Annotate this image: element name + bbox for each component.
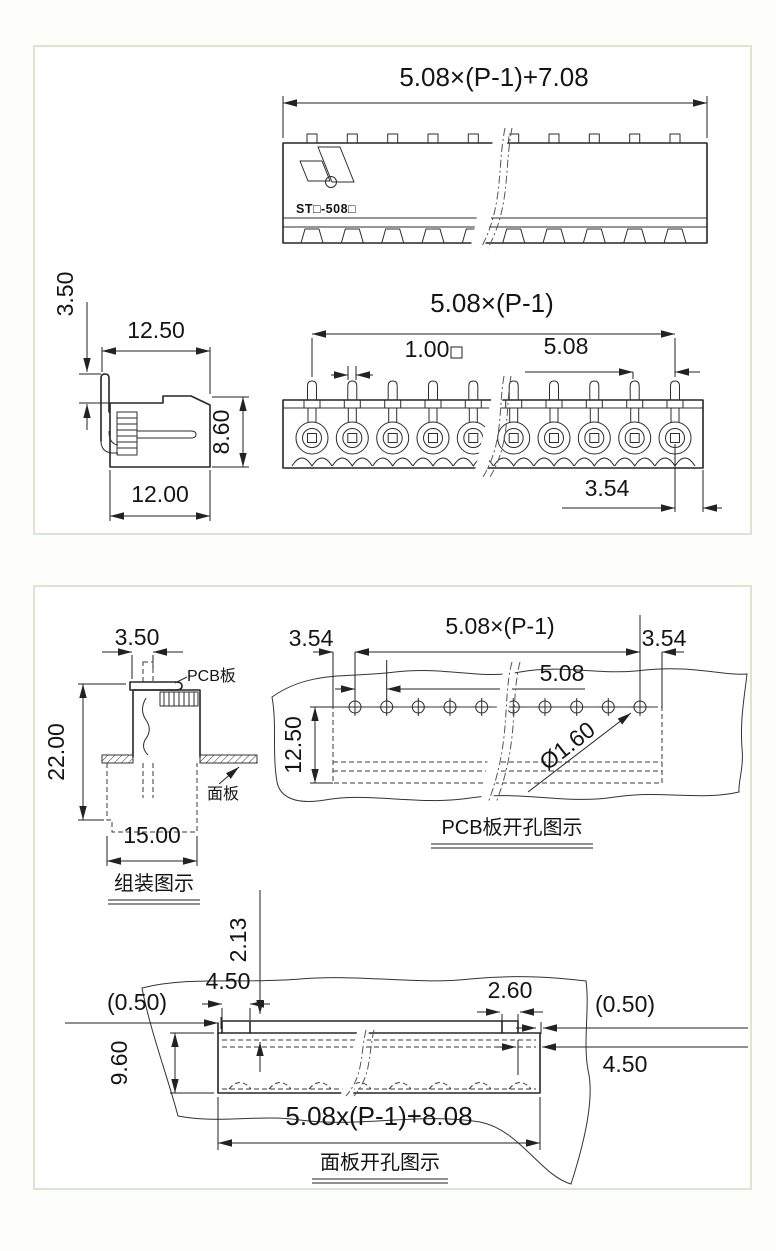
pcb-span-dim: 5.08×(P-1) <box>445 613 554 639</box>
break-line-icon <box>480 127 513 249</box>
bottom-drawing-panel: 3.50 PCB板 面板 22.0 <box>33 585 752 1190</box>
cutout-height-dim: 9.60 <box>106 1041 132 1086</box>
pcb-hole-diameter-dim: Ø1.60 <box>534 716 599 775</box>
connector-views-drawing: 5.08×(P-1)+7.08 ST□-508□ 3.50 <box>52 62 722 521</box>
brand-logo <box>299 146 355 188</box>
cutout-notch-left-dim: 4.50 <box>206 968 251 994</box>
mounting-diagrams-drawing: 3.50 PCB板 面板 22.0 <box>43 613 748 1185</box>
top-drawing-panel: 5.08×(P-1)+7.08 ST□-508□ 3.50 <box>33 45 752 535</box>
front-view-pitch-dim: 5.08 <box>544 333 589 359</box>
front-panel-label: 面板 <box>207 785 239 803</box>
assembly-overlap-dim: 3.50 <box>115 624 160 650</box>
cutout-inset-dim: 4.50 <box>603 1051 648 1077</box>
assembly-view-title: 组装图示 <box>114 872 194 895</box>
assembly-height-dim: 22.00 <box>43 723 69 781</box>
panel-cutout-view: 2.13 4.50 (0.50) 2.60 (0.50) <box>65 890 748 1185</box>
pcb-row-offset-dim: 12.50 <box>280 716 306 774</box>
side-view-tab-height-dim: 3.50 <box>52 272 78 317</box>
side-view-base-dim: 12.00 <box>131 481 189 507</box>
cutout-recess-dim: 2.13 <box>225 918 251 963</box>
top-view-total-width-dim: 5.08×(P-1)+7.08 <box>399 62 588 92</box>
assembly-width-dim: 15.00 <box>123 822 181 848</box>
cutout-notch-right-dim: 2.60 <box>488 977 533 1003</box>
pcb-right-margin-dim: 3.54 <box>642 625 687 651</box>
model-label: ST□-508□ <box>296 202 356 216</box>
front-view: 5.08×(P-1) 1.00 5.08 3.54 <box>282 288 722 512</box>
pcb-hole-view-title: PCB板开孔图示 <box>441 816 582 839</box>
break-line-icon <box>345 1029 375 1097</box>
front-view-span-dim: 5.08×(P-1) <box>430 288 554 318</box>
square-symbol-icon <box>450 346 463 359</box>
pcb-pitch-dim: 5.08 <box>540 660 585 686</box>
front-view-margin-dim: 3.54 <box>585 475 630 501</box>
side-view: 3.50 12.50 8.60 12.00 <box>52 272 249 521</box>
break-line-icon <box>482 375 512 478</box>
cutout-clearance-left-dim: (0.50) <box>107 989 167 1015</box>
top-view: 5.08×(P-1)+7.08 ST□-508□ <box>282 62 708 250</box>
pcb-board-label: PCB板 <box>187 667 236 685</box>
cutout-width-dim: 5.08x(P-1)+8.08 <box>285 1101 472 1131</box>
front-view-pin-size-dim: 1.00 <box>405 336 450 362</box>
panel-cutout-view-title: 面板开孔图示 <box>320 1151 440 1174</box>
pcb-left-margin-dim: 3.54 <box>289 625 334 651</box>
side-view-depth-dim: 12.50 <box>127 317 185 343</box>
cutout-clearance-right-dim: (0.50) <box>595 991 655 1017</box>
side-view-height-dim: 8.60 <box>208 410 234 455</box>
assembly-view: 3.50 PCB板 面板 22.0 <box>43 624 258 905</box>
pcb-hole-view: 3.54 5.08×(P-1) 3.54 5.08 12.50 Ø1.60 <box>271 613 748 849</box>
